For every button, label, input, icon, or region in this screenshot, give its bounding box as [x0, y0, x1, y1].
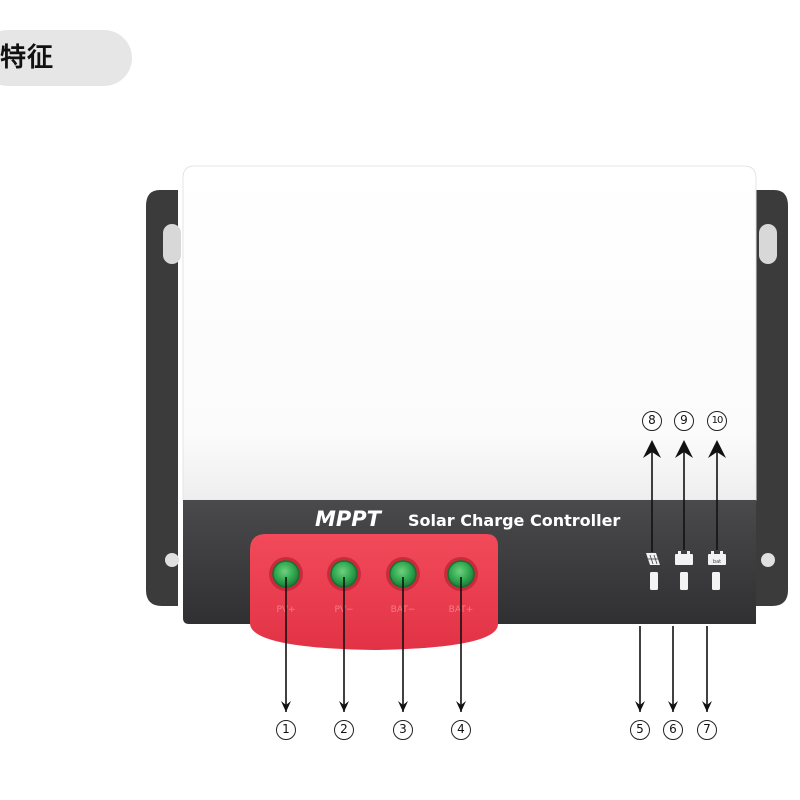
header-title: 特征 — [0, 43, 55, 73]
brand-logo: MPPT — [315, 507, 383, 531]
callout-number-6: 6 — [663, 720, 683, 740]
led-load — [712, 572, 720, 590]
led-solar — [650, 572, 658, 590]
terminal-bat-minus[interactable]: BAT− — [386, 557, 420, 615]
terminal-callout-lines — [281, 577, 466, 712]
svg-text:bat: bat — [713, 559, 721, 565]
icon-callout-lines — [643, 440, 726, 552]
callout-number-9: 9 — [674, 411, 694, 431]
callout-number-1: 1 — [276, 720, 296, 740]
left-screw-hole — [165, 553, 179, 567]
battery-load-icon: bat — [708, 551, 726, 565]
led-callout-lines — [635, 626, 712, 712]
right-screw-hole — [761, 553, 775, 567]
callout-number-3: 3 — [393, 720, 413, 740]
callout-number-5: 5 — [630, 720, 650, 740]
callout-number-7: 7 — [697, 720, 717, 740]
product-name: Solar Charge Controller — [408, 511, 620, 530]
left-keyhole-slot — [163, 224, 181, 264]
led-battery — [680, 572, 688, 590]
right-keyhole-slot — [759, 224, 777, 264]
mounting-bracket — [146, 190, 788, 606]
terminal-block — [250, 534, 498, 650]
header-pill — [0, 30, 132, 86]
callout-number-4: 4 — [451, 720, 471, 740]
callout-number-8: 8 — [642, 411, 662, 431]
callout-number-2: 2 — [334, 720, 354, 740]
controller-housing — [182, 165, 757, 501]
battery-icon — [675, 551, 693, 565]
callout-number-10: 10 — [707, 411, 727, 431]
solar-panel-icon — [646, 553, 660, 565]
